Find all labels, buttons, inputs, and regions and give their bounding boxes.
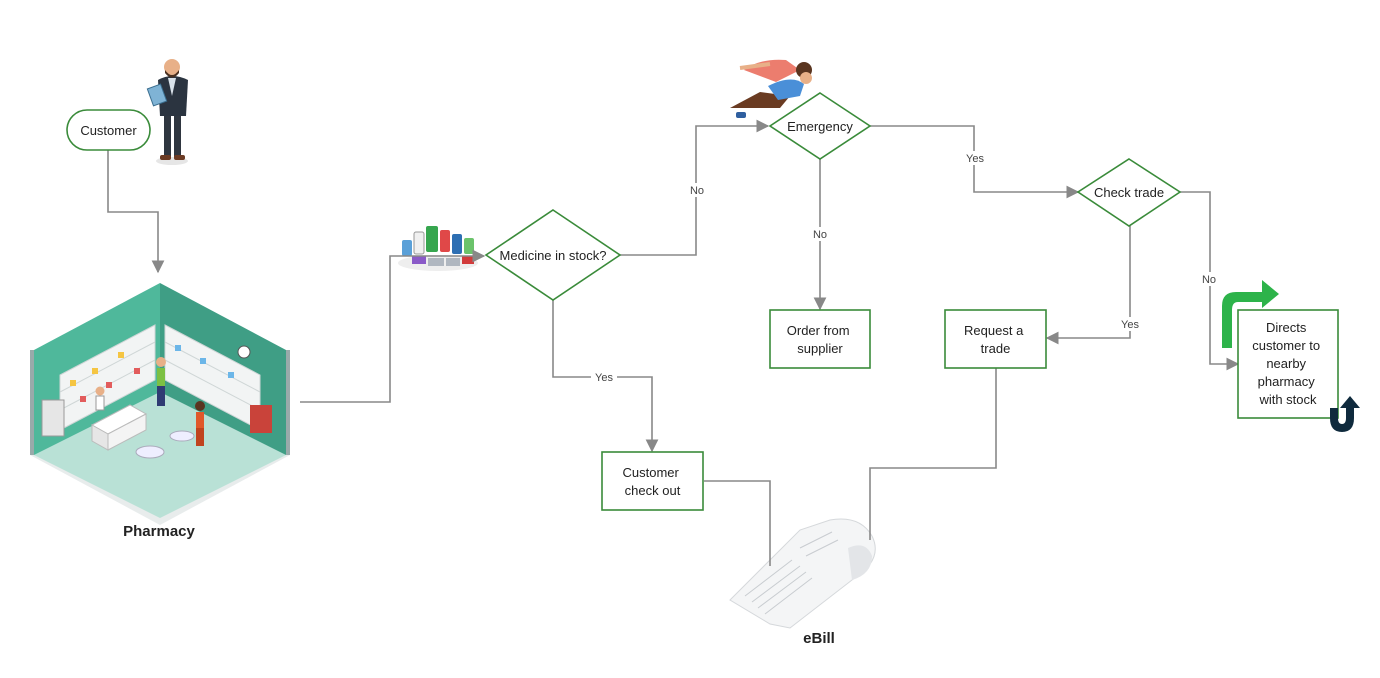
request-trade-line-2: trade <box>981 341 1011 356</box>
node-customer-check-out[interactable]: Customer check out <box>601 451 704 511</box>
node-check-trade-label: Check trade <box>1094 185 1164 200</box>
node-medicine-in-stock[interactable]: Medicine in stock? <box>484 209 622 301</box>
edge-customer-to-pharmacy <box>107 150 165 274</box>
directs-customer-line-2: customer to <box>1252 338 1320 353</box>
medicine-bottles-illustration <box>398 226 478 271</box>
order-from-supplier-line-2: supplier <box>797 341 843 356</box>
edge-label-stock-yes: Yes <box>595 372 613 384</box>
order-from-supplier-line-1: Order from <box>787 323 850 338</box>
directs-customer-line-5: with stock <box>1258 392 1317 407</box>
edge-label-trade-yes: Yes <box>1121 319 1139 331</box>
pharmacy-caption: Pharmacy <box>123 523 195 540</box>
node-medicine-in-stock-label: Medicine in stock? <box>500 248 607 263</box>
node-directs-customer[interactable]: Directs customer to nearby pharmacy with… <box>1237 309 1339 419</box>
node-order-from-supplier-label: Order from supplier <box>787 323 853 356</box>
customer-person-illustration <box>146 59 188 165</box>
node-order-from-supplier[interactable]: Order from supplier <box>769 309 871 369</box>
node-directs-customer-label: Directs customer to nearby pharmacy with… <box>1252 320 1324 407</box>
customer-check-out-line-1: Customer <box>623 465 680 480</box>
ebill-caption: eBill <box>803 630 835 647</box>
edge-checkout-to-ebill <box>704 480 771 566</box>
edge-label-emergency-yes: Yes <box>966 153 984 165</box>
navy-u-turn-arrow-icon <box>1330 396 1360 432</box>
edge-label-stock-no: No <box>690 185 704 197</box>
edge-label-emergency-no: No <box>813 229 827 241</box>
node-customer[interactable]: Customer <box>66 109 151 151</box>
edge-label-trade-no: No <box>1202 274 1216 286</box>
node-request-trade-label: Request a trade <box>964 323 1027 356</box>
node-emergency[interactable]: Emergency <box>768 92 872 160</box>
node-customer-check-out-label: Customer check out <box>623 465 683 498</box>
edge-pharmacy-to-medicine <box>300 249 486 403</box>
node-check-trade[interactable]: Check trade <box>1076 158 1182 227</box>
directs-customer-line-1: Directs <box>1266 320 1307 335</box>
customer-check-out-line-2: check out <box>625 483 681 498</box>
request-trade-line-1: Request a <box>964 323 1024 338</box>
edge-request-to-ebill <box>869 368 997 540</box>
pharmacy-room-illustration <box>30 283 290 525</box>
ebill-receipt-illustration <box>729 518 876 629</box>
directs-customer-line-3: nearby <box>1266 356 1306 371</box>
green-turn-arrow-icon <box>1222 280 1279 348</box>
node-request-trade[interactable]: Request a trade <box>944 309 1047 369</box>
directs-customer-line-4: pharmacy <box>1258 374 1316 389</box>
node-customer-label: Customer <box>80 123 137 138</box>
emergency-patient-illustration <box>730 59 812 118</box>
node-emergency-label: Emergency <box>787 119 853 134</box>
edge-trade-yes <box>1045 226 1131 345</box>
